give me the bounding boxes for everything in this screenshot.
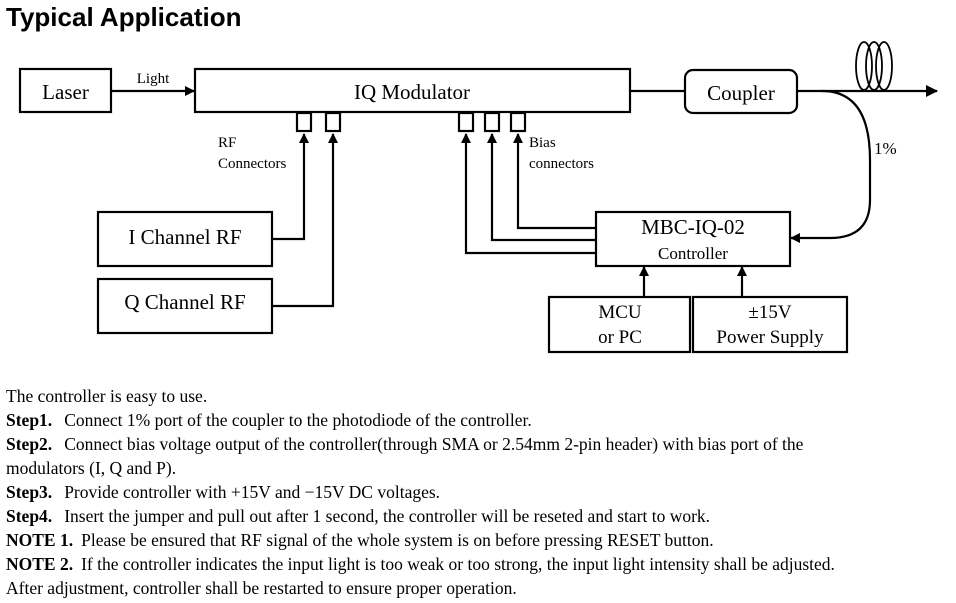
- step-label: Step3.: [6, 482, 53, 502]
- bias-wire-3: [513, 133, 596, 230]
- note-text: If the controller indicates the input li…: [81, 554, 835, 574]
- i-channel-rf-block: [96, 210, 274, 268]
- step-text: Provide controller with +15V and −15V DC…: [64, 482, 441, 502]
- bias-connector-3: [509, 111, 527, 133]
- iq-modulator-label: IQ Modulator: [354, 80, 470, 104]
- note-2-continuation: After adjustment, controller shall be re…: [6, 578, 517, 598]
- bias-connectors-label-1: Bias: [529, 135, 556, 151]
- mcu-label-1: MCU: [598, 302, 642, 323]
- bias-connector-1: [457, 111, 475, 133]
- intro-text: The controller is easy to use.: [6, 386, 208, 406]
- fiber-coil-icon: [855, 41, 893, 91]
- step-3: Step3. Provide controller with +15V and −…: [6, 480, 956, 504]
- controller-label: Controller: [658, 244, 728, 263]
- step-text: Connect 1% port of the coupler to the ph…: [64, 410, 532, 430]
- q-channel-label: Q Channel RF: [124, 290, 245, 314]
- step-text: Insert the jumper and pull out after 1 s…: [64, 506, 711, 526]
- iq-modulator-block: [193, 67, 632, 114]
- note-label: NOTE 1.: [6, 530, 74, 550]
- rf-connector-i: [295, 111, 313, 133]
- power-supply-block: [691, 295, 849, 354]
- tap-ratio-label: 1%: [874, 139, 897, 158]
- instructions: The controller is easy to use. Step1. Con…: [6, 384, 956, 600]
- step-2-continuation: modulators (I, Q and P).: [6, 458, 177, 478]
- step-2: Step2. Connect bias voltage output of the…: [6, 432, 956, 456]
- rf-connectors-label-1: RF: [218, 135, 236, 151]
- laser-label: Laser: [42, 80, 89, 104]
- q-channel-wire: [272, 133, 338, 308]
- step-label: Step2.: [6, 434, 53, 454]
- bias-wire-2: [487, 133, 596, 242]
- step-4: Step4. Insert the jumper and pull out aft…: [6, 504, 956, 528]
- note-text: Please be ensured that RF signal of the …: [81, 530, 714, 550]
- i-channel-wire: [272, 133, 309, 241]
- step-text: Connect bias voltage output of the contr…: [64, 434, 804, 454]
- note-label: NOTE 2.: [6, 554, 74, 574]
- rf-connector-q: [324, 111, 342, 133]
- q-channel-rf-block: [96, 277, 274, 335]
- tap-fiber-curve: [790, 89, 872, 243]
- light-label: Light: [137, 71, 170, 87]
- power-label-2: Power Supply: [716, 327, 824, 348]
- controller-model-label: MBC-IQ-02: [641, 215, 745, 239]
- note-1: NOTE 1. Please be ensured that RF signal …: [6, 528, 956, 552]
- bias-connector-2: [483, 111, 501, 133]
- mcu-block: [547, 295, 692, 354]
- step-label: Step4.: [6, 506, 53, 526]
- bias-wire-1: [461, 133, 596, 255]
- step-label: Step1.: [6, 410, 53, 430]
- step-1: Step1. Connect 1% port of the coupler to …: [6, 408, 956, 432]
- coupler-label: Coupler: [707, 81, 775, 105]
- note-2: NOTE 2. If the controller indicates the i…: [6, 552, 956, 576]
- bias-connectors-label-2: connectors: [529, 156, 594, 172]
- mcu-label-2: or PC: [598, 327, 642, 348]
- laser-block: [18, 67, 113, 114]
- typical-application-diagram: Laser Light IQ Modulator Coupler RF Conn…: [18, 41, 938, 354]
- power-label-1: ±15V: [748, 302, 791, 323]
- rf-connectors-label-2: Connectors: [218, 156, 286, 172]
- page-title: Typical Application: [6, 2, 242, 32]
- i-channel-label: I Channel RF: [128, 225, 241, 249]
